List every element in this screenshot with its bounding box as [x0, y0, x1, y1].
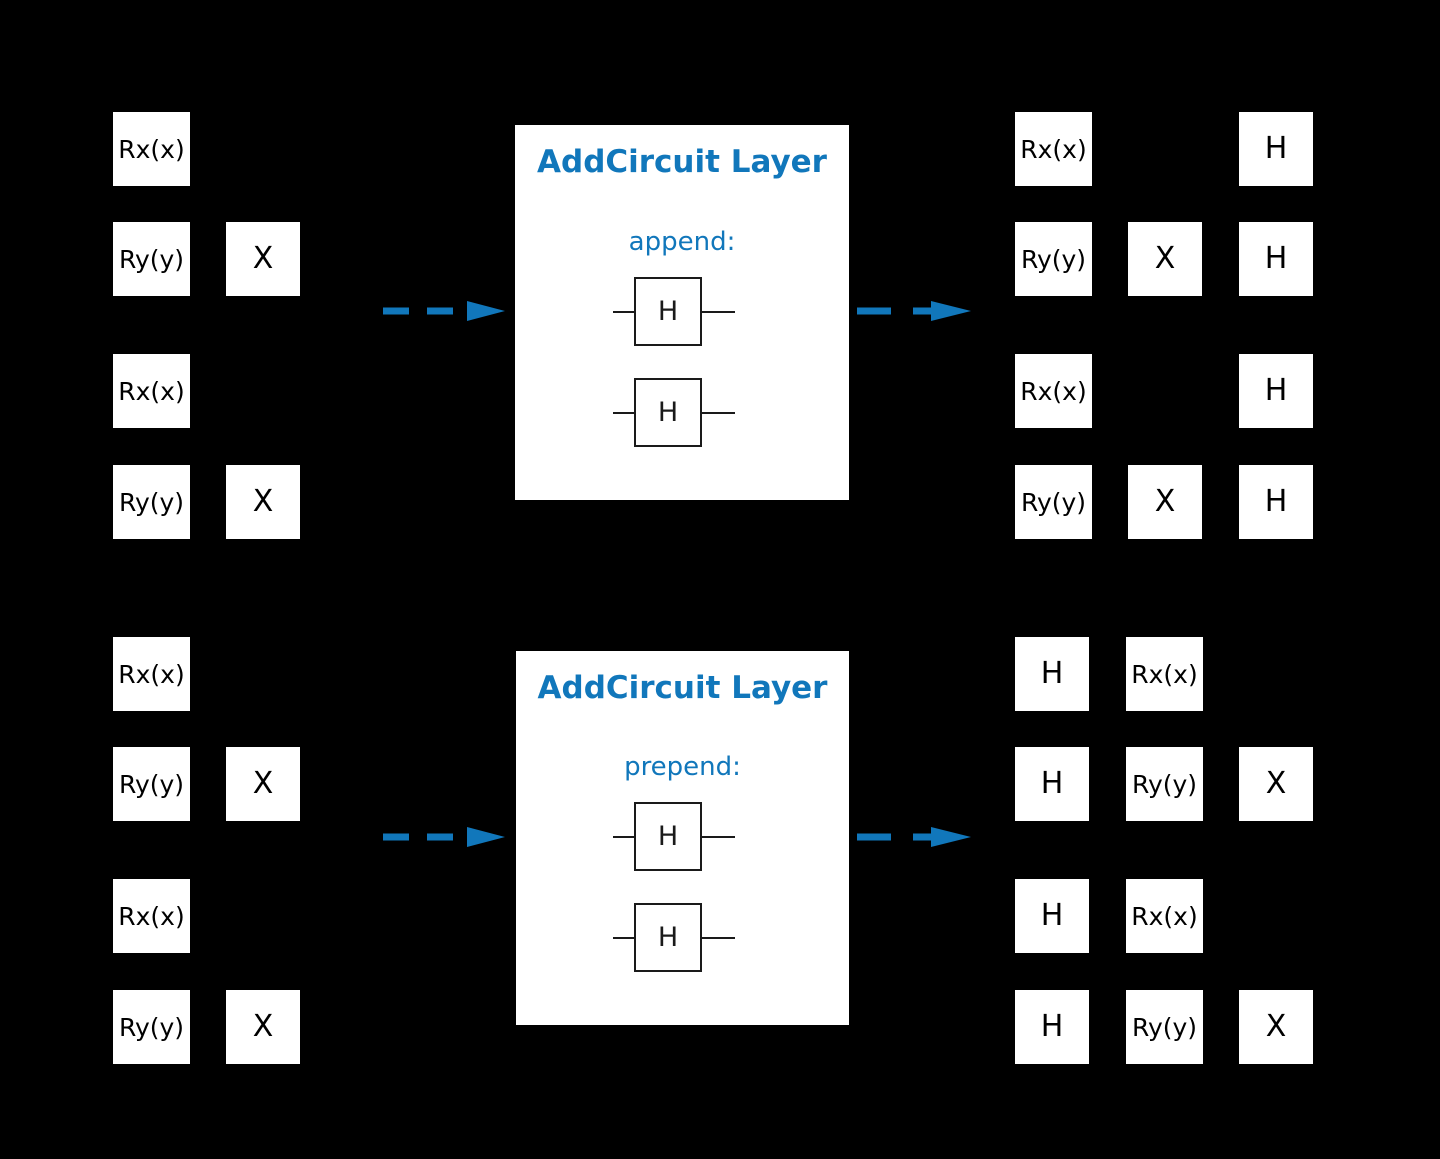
- gate-box: X: [226, 990, 300, 1064]
- gate-box: H: [1239, 354, 1313, 428]
- arrow-into-prepend-layer: [381, 826, 511, 848]
- gate-box: X: [226, 747, 300, 821]
- gate-box: H: [1015, 879, 1089, 953]
- gate-box: X: [1239, 747, 1313, 821]
- gate-box: Rx(x): [1126, 637, 1203, 711]
- append-layer-panel: AddCircuit Layer append: H H: [515, 125, 849, 500]
- gate-box: X: [1239, 990, 1313, 1064]
- mini-gate-box: H: [634, 277, 702, 346]
- mini-gate-box: H: [634, 802, 702, 871]
- gate-box: X: [1128, 465, 1202, 539]
- gate-box: Ry(y): [113, 222, 190, 296]
- panel-title: AddCircuit Layer: [537, 670, 828, 706]
- panel-mode-label: prepend:: [624, 752, 741, 782]
- panel-mode-label: append:: [628, 227, 736, 257]
- gate-box: H: [1239, 112, 1313, 186]
- gate-box: Rx(x): [1015, 112, 1092, 186]
- arrow-out-of-append-layer: [855, 300, 975, 322]
- gate-box: H: [1015, 637, 1089, 711]
- gate-box: Rx(x): [113, 354, 190, 428]
- arrow-out-of-prepend-layer: [855, 826, 975, 848]
- gate-box: X: [1128, 222, 1202, 296]
- gate-box: Rx(x): [113, 112, 190, 186]
- gate-box: X: [226, 465, 300, 539]
- gate-box: Ry(y): [113, 747, 190, 821]
- gate-box: Ry(y): [1015, 465, 1092, 539]
- gate-box: H: [1239, 222, 1313, 296]
- gate-box: Rx(x): [113, 637, 190, 711]
- gate-box: H: [1015, 747, 1089, 821]
- gate-box: Ry(y): [1015, 222, 1092, 296]
- mini-gate-box: H: [634, 378, 702, 447]
- gate-box: Rx(x): [113, 879, 190, 953]
- gate-box: Ry(y): [113, 465, 190, 539]
- gate-box: Ry(y): [1126, 990, 1203, 1064]
- mini-gate-box: H: [634, 903, 702, 972]
- gate-box: Ry(y): [1126, 747, 1203, 821]
- gate-box: H: [1015, 990, 1089, 1064]
- arrow-into-append-layer: [381, 300, 511, 322]
- gate-box: H: [1239, 465, 1313, 539]
- gate-box: Rx(x): [1126, 879, 1203, 953]
- panel-title: AddCircuit Layer: [537, 144, 827, 180]
- gate-box: Ry(y): [113, 990, 190, 1064]
- gate-box: Rx(x): [1015, 354, 1092, 428]
- prepend-layer-panel: AddCircuit Layer prepend: H H: [516, 651, 849, 1025]
- gate-box: X: [226, 222, 300, 296]
